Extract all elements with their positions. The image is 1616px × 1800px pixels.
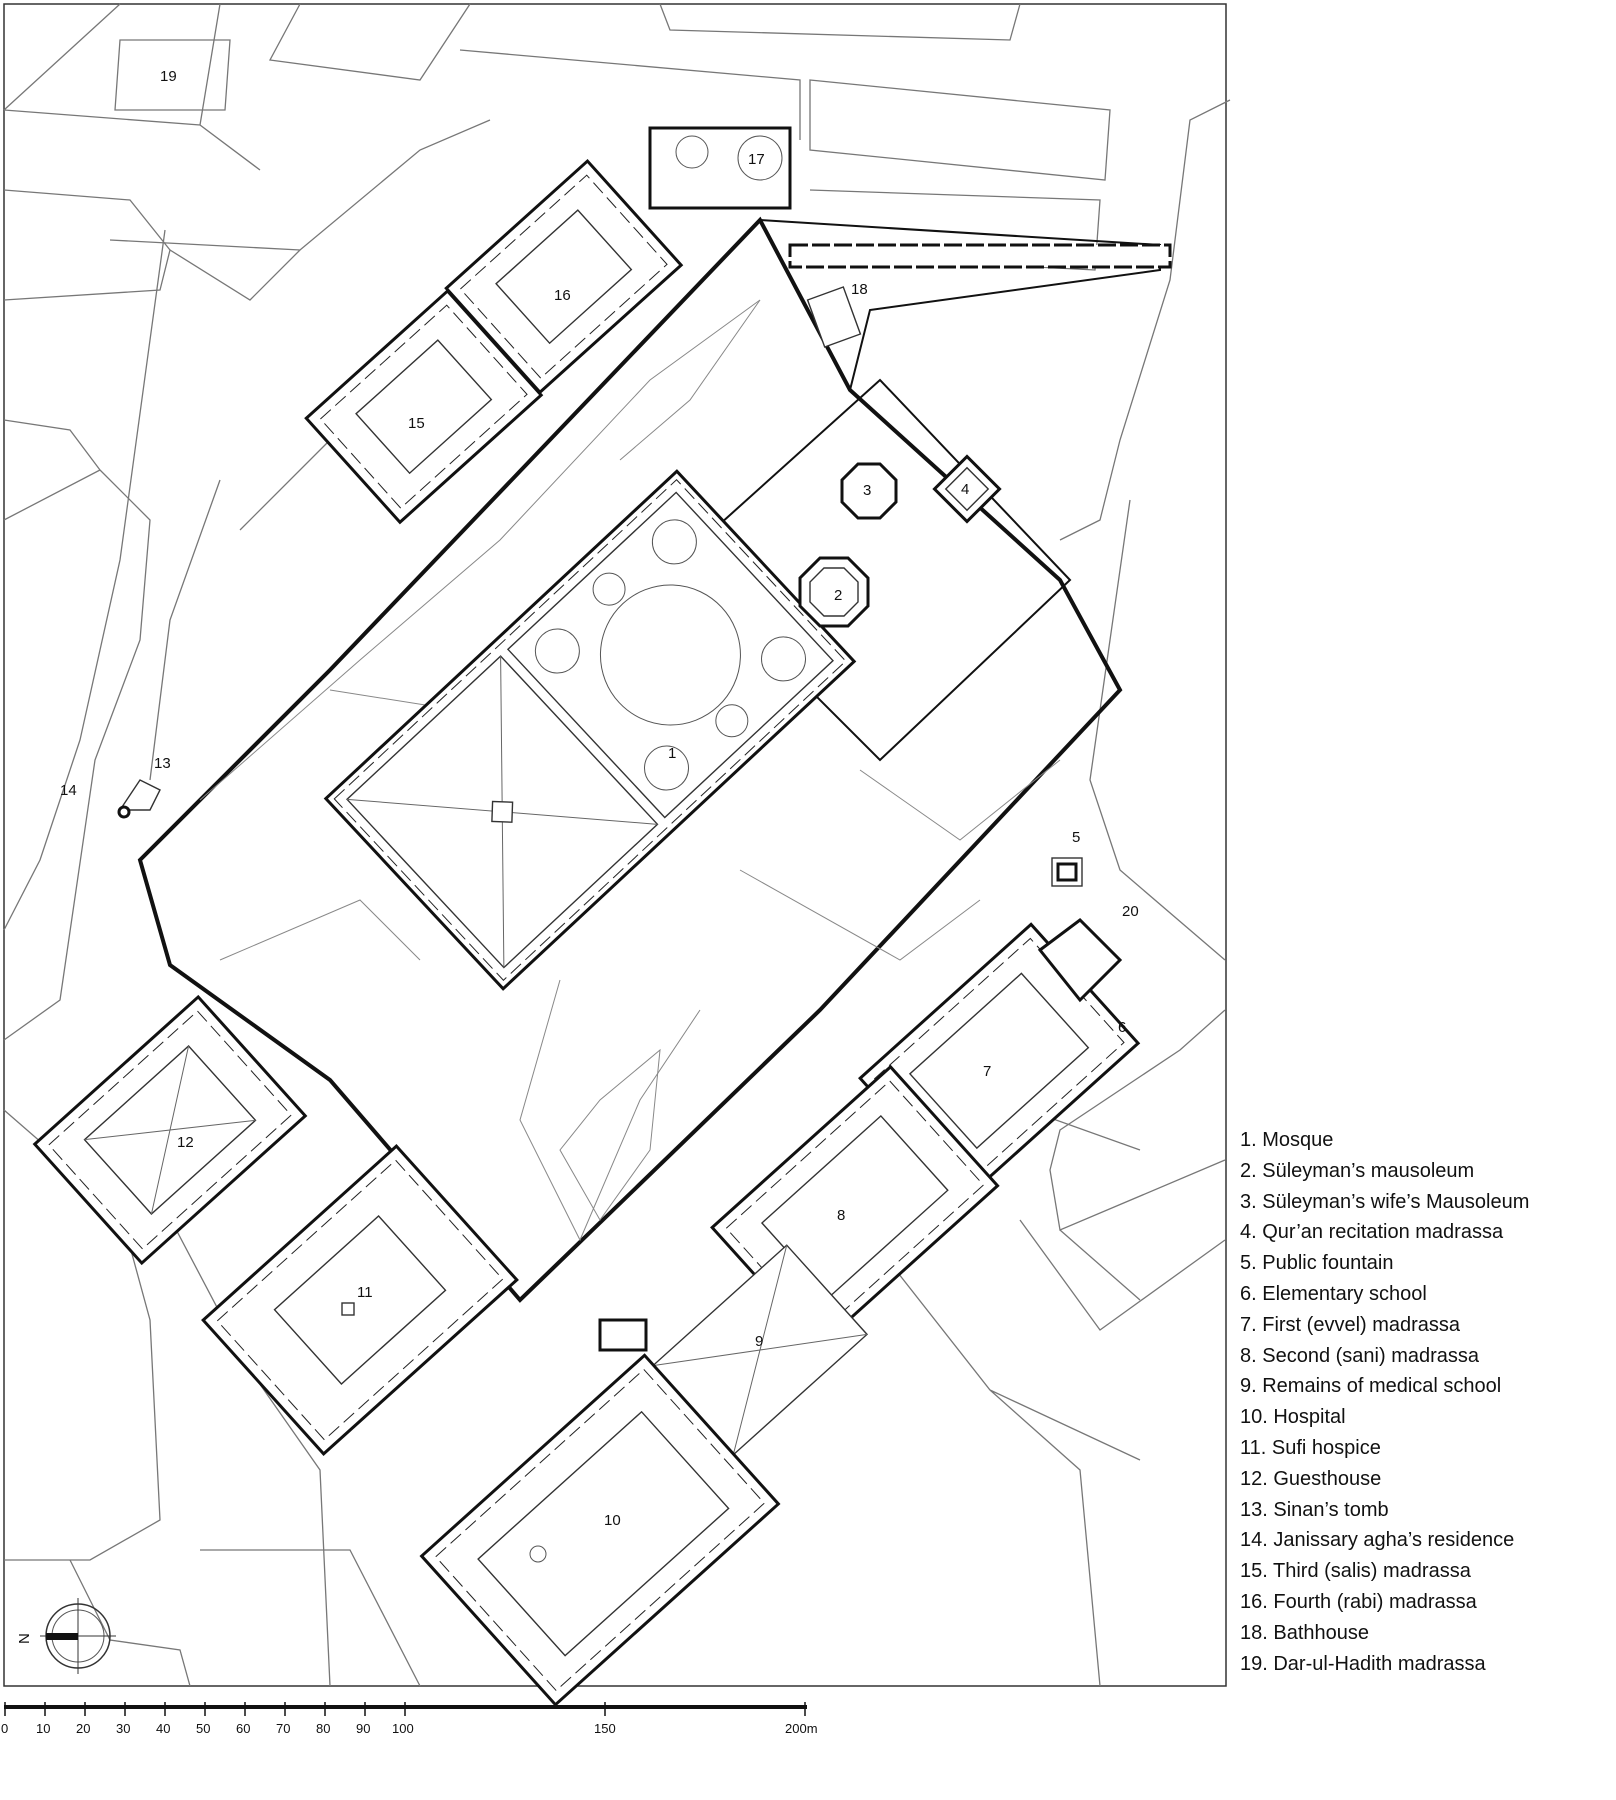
legend-item: 8. Second (sani) madrassa (1240, 1344, 1480, 1367)
legend-item: 2. Süleyman’s mausoleum (1240, 1159, 1475, 1182)
scale-tick-80: 80 (316, 1721, 330, 1736)
label-7: 7 (983, 1063, 991, 1080)
label-15: 15 (408, 415, 425, 432)
legend-item: 14. Janissary agha’s residence (1240, 1529, 1515, 1552)
north-arrow: N (16, 1598, 116, 1674)
sinan-tomb (117, 779, 161, 819)
third-madrassa (304, 288, 544, 525)
quran-madrassa (932, 454, 1002, 524)
medical-school-remains (598, 1244, 869, 1456)
label-17: 17 (748, 151, 765, 168)
scale-tick-10: 10 (36, 1721, 50, 1736)
legend-item: 18. Bathhouse (1240, 1621, 1369, 1644)
label-8: 8 (837, 1207, 845, 1224)
legend-item: 5. Public fountain (1240, 1252, 1394, 1275)
label-20: 20 (1122, 903, 1139, 920)
wife-mausoleum (840, 462, 898, 520)
label-11: 11 (357, 1284, 373, 1301)
scale-ticks (4, 1702, 806, 1716)
legend-item: 1. Mosque (1240, 1129, 1334, 1151)
building-17 (648, 126, 792, 210)
scale-tick-100: 100 (392, 1721, 414, 1736)
sufi-hospice (201, 1144, 519, 1456)
public-fountain (1051, 857, 1083, 887)
legend-item: 16. Fourth (rabi) madrassa (1240, 1590, 1477, 1613)
legend-item: 11. Sufi hospice (1240, 1436, 1381, 1459)
label-9: 9 (755, 1333, 763, 1350)
scale-tick-200: 200m (785, 1721, 818, 1736)
scale-tick-150: 150 (594, 1721, 616, 1736)
scale-tick-40: 40 (156, 1721, 170, 1736)
suleyman-mausoleum (798, 556, 870, 628)
scale-tick-60: 60 (236, 1721, 250, 1736)
label-5: 5 (1072, 829, 1080, 846)
legend-item: 19. Dar-ul-Hadith madrassa (1240, 1652, 1486, 1675)
scale-tick-0: 0 (1, 1721, 8, 1736)
label-2: 2 (834, 587, 842, 604)
legend-item: 9. Remains of medical school (1240, 1375, 1502, 1398)
label-10: 10 (604, 1512, 621, 1529)
label-19: 19 (160, 68, 177, 85)
label-12: 12 (177, 1134, 194, 1151)
mosque (323, 469, 857, 991)
scale-tick-50: 50 (196, 1721, 210, 1736)
scale-tick-70: 70 (276, 1721, 290, 1736)
label-1: 1 (668, 745, 676, 762)
label-6: 6 (1118, 1019, 1126, 1036)
legend-item: 13. Sinan’s tomb (1240, 1498, 1389, 1521)
label-16: 16 (554, 287, 571, 304)
legend-item: 3. Süleyman’s wife’s Mausoleum (1240, 1190, 1530, 1213)
legend-item: 6. Elementary school (1240, 1282, 1427, 1305)
scale-tick-90: 90 (356, 1721, 370, 1736)
label-14: 14 (60, 782, 77, 799)
hospital (419, 1353, 781, 1707)
legend-item: 7. First (evvel) madrassa (1240, 1313, 1461, 1336)
fourth-madrassa (444, 158, 684, 395)
guesthouse (32, 994, 308, 1266)
north-label: N (16, 1633, 33, 1644)
bathhouse (788, 243, 1172, 348)
site-number-labels: 1 2 3 4 5 6 7 8 9 10 11 12 13 14 15 16 1… (60, 68, 1139, 1529)
dar-ul-hadith-area (114, 39, 231, 111)
legend-item: 10. Hospital (1240, 1406, 1346, 1429)
label-18: 18 (851, 281, 868, 298)
scale-bar: 0 10 20 30 40 50 60 70 80 90 100 150 200… (1, 1702, 818, 1736)
legend-item: 15. Third (salis) madrassa (1240, 1560, 1471, 1583)
legend: 1. Mosque 2. Süleyman’s mausoleum 3. Sül… (1240, 1125, 1610, 1679)
label-4: 4 (961, 481, 969, 498)
legend-item: 12. Guesthouse (1240, 1467, 1382, 1490)
scale-tick-30: 30 (116, 1721, 130, 1736)
label-3: 3 (863, 482, 871, 499)
elementary-school (1037, 918, 1123, 1003)
legend-item: 4. Qur’an recitation madrassa (1240, 1221, 1504, 1244)
label-13: 13 (154, 755, 171, 772)
scale-tick-20: 20 (76, 1721, 90, 1736)
